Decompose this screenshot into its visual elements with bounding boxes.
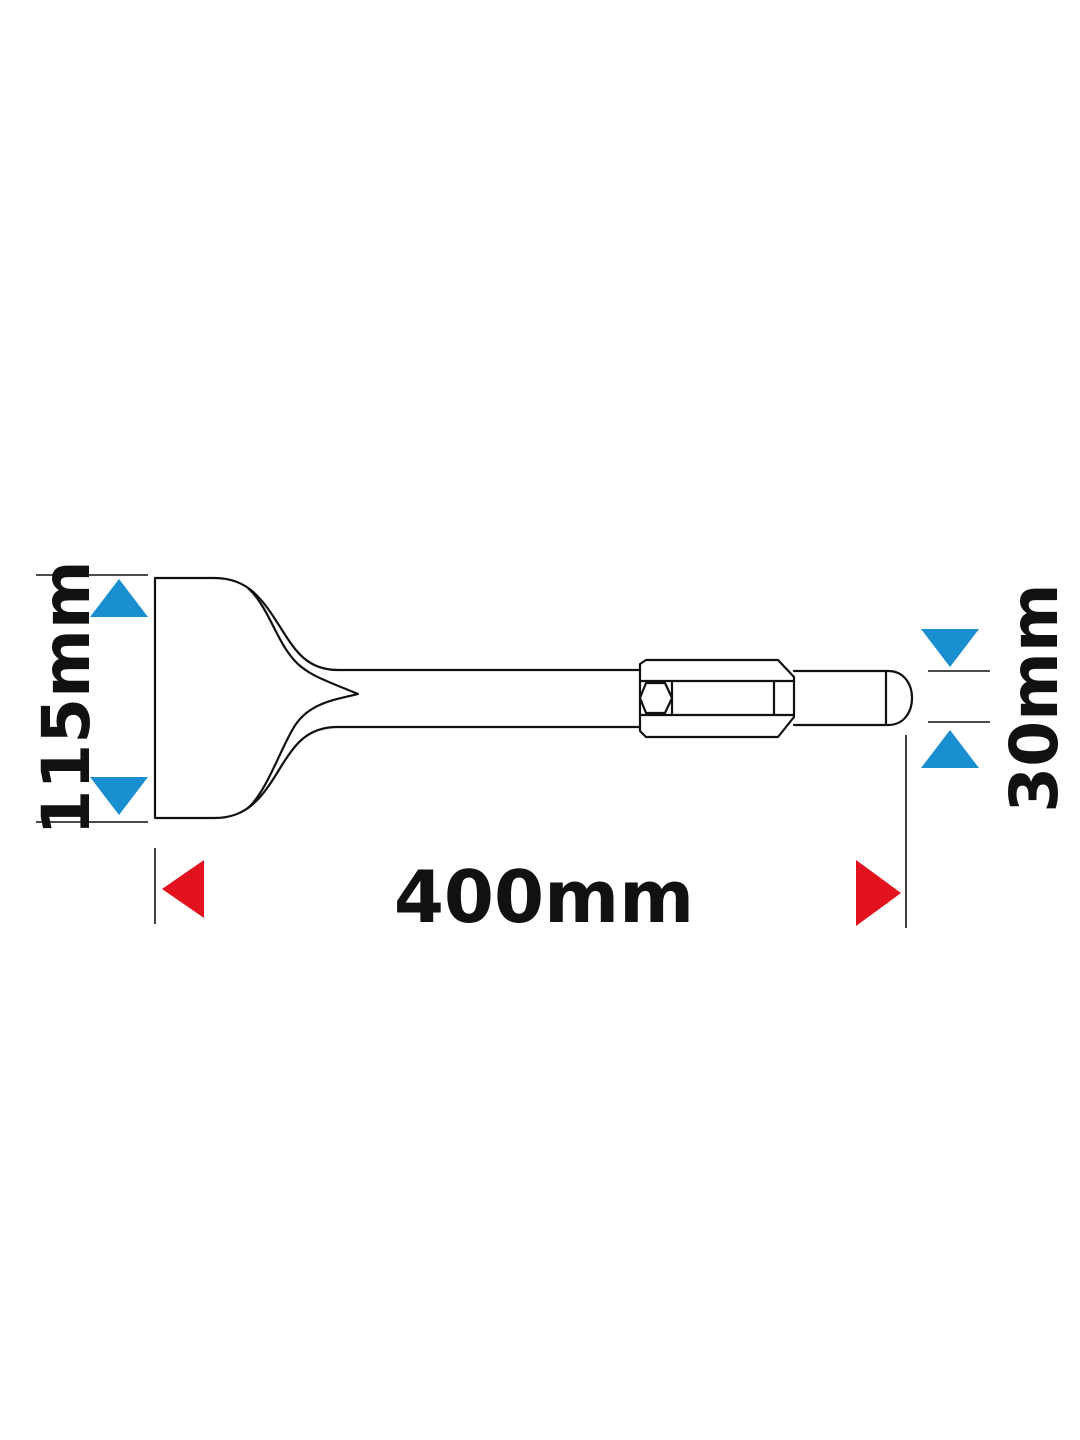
width-arrow-up-icon xyxy=(90,579,148,617)
shank-size-dimension: 30mm xyxy=(921,583,1073,813)
blade-width-label: 115mm xyxy=(28,560,105,835)
width-arrow-down-icon xyxy=(90,777,148,815)
chisel-shank xyxy=(792,669,914,727)
total-length-dimension: 400mm xyxy=(154,735,907,939)
chisel-blade xyxy=(153,576,642,820)
chisel-blade-bevel xyxy=(246,586,360,810)
blade-width-dimension: 115mm xyxy=(28,560,148,836)
length-arrow-right-icon xyxy=(856,860,901,926)
length-arrow-left-icon xyxy=(162,860,204,918)
shank-size-label: 30mm xyxy=(996,583,1073,812)
shank-arrow-up-icon xyxy=(921,730,979,768)
chisel-collar xyxy=(638,658,796,739)
shank-arrow-down-icon xyxy=(921,629,979,667)
chisel-tool xyxy=(153,576,914,820)
total-length-label: 400mm xyxy=(394,855,694,939)
